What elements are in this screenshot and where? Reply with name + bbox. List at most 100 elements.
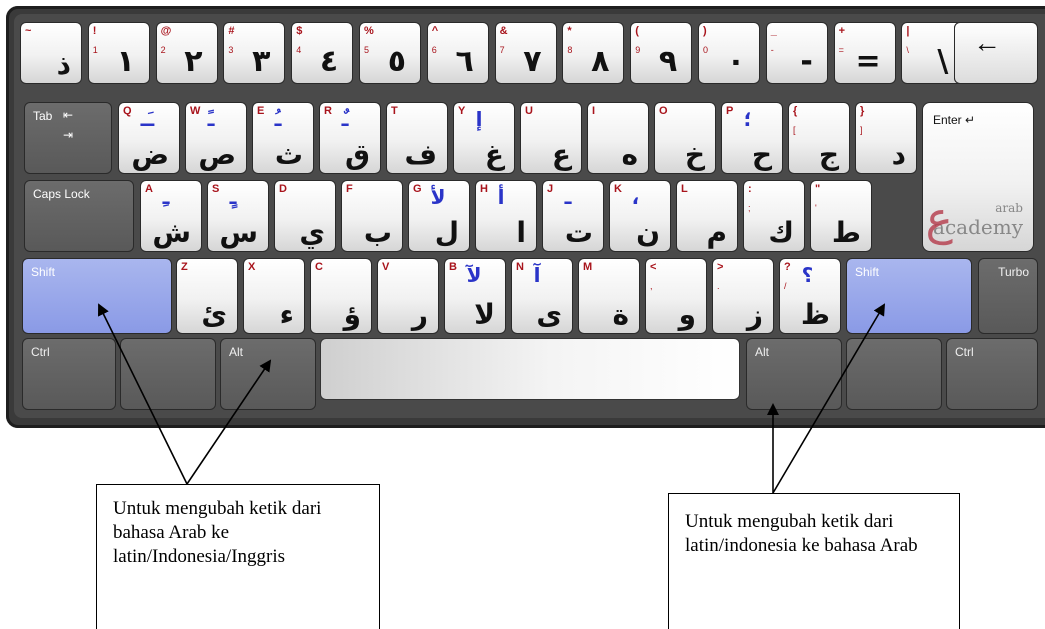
key-shift-arabic-label: ـ (564, 185, 572, 209)
key-latin-label: $ (296, 25, 303, 37)
enter-label: Enter ↵ (933, 113, 976, 127)
enter-key[interactable]: Enter ↵ ع arab academy (922, 102, 1034, 252)
key-row4-7[interactable]: <,و (645, 258, 707, 334)
tab-key[interactable]: Tab ⇤⇥ (24, 102, 112, 174)
caps-lock-key[interactable]: Caps Lock (24, 180, 134, 252)
win-right-key[interactable] (846, 338, 942, 410)
alt-right-label: Alt (755, 345, 770, 359)
logo-ayn-glyph: ع (925, 191, 953, 245)
key-latin-label: Y (458, 105, 466, 117)
key-latin-label: * (567, 25, 572, 37)
key-latin-label: E (257, 105, 265, 117)
key-latin-label: I (592, 105, 596, 117)
key-row4-9[interactable]: ?/؟ظ (779, 258, 841, 334)
key-arabic-label: ٩ (658, 44, 678, 79)
alt-left-key[interactable]: Alt (220, 338, 316, 410)
key-arabic-label: ا (516, 216, 526, 249)
key-shift-arabic-label: أ (497, 185, 505, 209)
key-latin-secondary-label: ; (748, 203, 751, 213)
key-row1-12[interactable]: +== (833, 22, 896, 84)
spacebar-key[interactable] (320, 338, 740, 400)
key-row1-0[interactable]: ~ذ (20, 22, 82, 84)
key-arabic-label: ٠ (726, 44, 745, 79)
logo-word-arab: arab (995, 201, 1023, 215)
key-arabic-label: ؤ (343, 298, 361, 331)
key-latin-label: { (793, 105, 798, 117)
callout-left: Untuk mengubah ketik dari bahasa Arab ke… (96, 484, 380, 629)
key-arabic-label: ١ (116, 44, 135, 79)
key-arabic-label: ج (818, 138, 839, 171)
key-row3-10[interactable]: "'ط (810, 180, 872, 252)
alt-right-key[interactable]: Alt (746, 338, 842, 410)
key-latin-label: T (391, 105, 398, 117)
key-latin-label: & (499, 25, 508, 37)
key-arabic-label: غ (484, 138, 504, 171)
shift-right-key[interactable]: Shift (846, 258, 972, 334)
key-arabic-label: ٢ (184, 44, 203, 79)
key-latin-label: B (449, 261, 457, 273)
key-row2-10[interactable]: {[ج (788, 102, 850, 174)
key-row2-11[interactable]: }]د (855, 102, 917, 174)
key-shift-arabic-label: آ (533, 263, 541, 287)
turbo-key[interactable]: Turbo (978, 258, 1038, 334)
win-left-key[interactable] (120, 338, 216, 410)
key-arabic-label: ز (746, 298, 763, 331)
key-latin-secondary-label: , (650, 281, 653, 291)
ctrl-right-key[interactable]: Ctrl (946, 338, 1038, 410)
key-latin-label: % (364, 25, 374, 37)
key-latin-secondary-label: . (717, 281, 720, 291)
key-arabic-label: ض (131, 138, 169, 171)
key-row3-9[interactable]: :;ك (743, 180, 805, 252)
key-latin-label: : (748, 183, 752, 195)
shift-left-key[interactable]: Shift (22, 258, 172, 334)
key-row1-11[interactable]: _-- (765, 22, 828, 84)
key-arabic-label: ٧ (523, 44, 542, 79)
key-row4-8[interactable]: >.ز (712, 258, 774, 334)
key-latin-secondary-label: 9 (635, 45, 641, 55)
key-latin-label: A (145, 183, 153, 195)
key-latin-secondary-label: 6 (431, 45, 437, 55)
ctrl-left-key[interactable]: Ctrl (22, 338, 116, 410)
key-row2-9[interactable]: P؛ح (721, 102, 783, 174)
key-row1-13[interactable]: |\\ (901, 22, 964, 84)
key-arabic-label: ش (152, 216, 191, 249)
key-shift-arabic-label: لأ (430, 185, 446, 209)
key-row3-7[interactable]: K،ن (609, 180, 671, 252)
backspace-key-face[interactable]: ← (954, 22, 1038, 84)
arab-academy-logo: ع arab academy (926, 191, 1023, 245)
